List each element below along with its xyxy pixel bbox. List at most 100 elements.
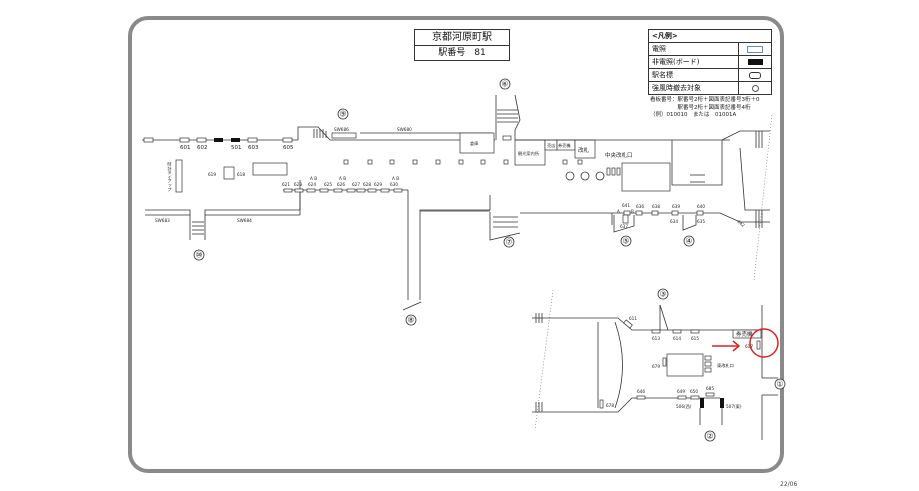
sign-605	[282, 137, 293, 143]
label-611: 611	[629, 316, 637, 321]
shop-label: 売店	[547, 142, 555, 149]
strong-wind-removal-icon	[751, 84, 759, 92]
arrow-head-icon	[732, 340, 741, 352]
exit-1-marker[interactable]	[774, 378, 786, 390]
label-615: 615	[691, 336, 699, 341]
sign-number-note: 看板番号：駅番号2桁＋図面表記番号3桁＋0 駅番号2桁＋図面表記番号4桁 （例）…	[650, 97, 760, 120]
tourist-info	[514, 139, 546, 166]
sw686-label: SW686	[334, 127, 349, 132]
label-685: 685	[706, 386, 714, 391]
label-642: 642	[736, 219, 746, 228]
label-a: A	[617, 209, 620, 214]
sign	[502, 135, 512, 141]
exit-9-marker[interactable]	[337, 108, 349, 120]
label-619: 619	[208, 172, 216, 177]
label-678: 678	[606, 403, 614, 408]
page-number: 22/06	[780, 481, 798, 488]
station-title-box: 京都河原町駅 駅番号 81	[414, 29, 510, 61]
stairs	[755, 131, 763, 228]
clock-tieup-label: 時計タイアップ	[167, 162, 173, 192]
warehouse-label: 倉庫	[470, 140, 478, 147]
exit-5-marker[interactable]	[620, 235, 632, 247]
note-line: （例）010010 または 01001A	[650, 112, 737, 118]
exit-3-marker[interactable]	[657, 288, 669, 300]
lit-sign-icon	[747, 45, 763, 53]
sw684-label: SW684	[237, 218, 252, 223]
label-637: 637	[620, 224, 628, 229]
label-605: 605	[283, 145, 294, 151]
station-name-sign-icon	[749, 71, 761, 79]
exit-7-marker[interactable]	[503, 236, 515, 248]
label-623: 623	[294, 182, 302, 187]
stairs	[493, 216, 518, 228]
label-ab: A B	[310, 176, 317, 181]
exit-10-label: ⑩	[195, 251, 202, 260]
note-line: 看板番号：駅番号2桁＋図面表記番号3桁＋0	[650, 97, 760, 103]
label-628: 628	[363, 182, 371, 187]
legend-row: 強風時撤去対象	[649, 82, 771, 94]
label-649: 649	[677, 389, 685, 394]
legend-label: 非電照(ボード)	[649, 56, 739, 68]
diagram-frame	[128, 16, 784, 473]
stairs	[535, 313, 543, 412]
label-636: 636	[636, 204, 644, 209]
sign-685	[705, 392, 715, 397]
label-ab: A B	[339, 176, 346, 181]
label-630: 630	[390, 182, 398, 187]
board-sign-506	[700, 398, 704, 408]
label-614: 614	[673, 336, 681, 341]
station-name-sign	[622, 214, 629, 224]
exit-10-marker[interactable]	[193, 249, 205, 261]
platform-curve	[614, 321, 623, 409]
sign-615	[690, 329, 700, 334]
clock-tieup-pillar	[175, 159, 183, 193]
exit-4-marker[interactable]	[683, 235, 695, 247]
label-507: 507(東)	[726, 403, 742, 410]
sign	[143, 137, 154, 143]
board-sign-507	[720, 398, 724, 408]
label-634: 634	[670, 219, 678, 224]
legend-label: 電照	[649, 43, 739, 55]
ticket-machine-east	[732, 329, 762, 339]
exit-6-label: ⑥	[501, 80, 508, 89]
warehouse	[459, 132, 495, 154]
west-concourse: 601 602 501 603 605 SW686 SW680 倉庫	[142, 126, 583, 165]
sw686-block	[331, 132, 357, 139]
label-617: 617	[745, 344, 753, 349]
stairs	[192, 221, 204, 235]
central-gate-label: 中央改札口	[605, 151, 633, 159]
label-635: 635	[697, 219, 705, 224]
label-621: 621	[282, 182, 290, 187]
label-627: 627	[352, 182, 360, 187]
legend-row: 非電照(ボード)	[649, 56, 771, 69]
label-ab: A B	[392, 176, 399, 181]
exit-8-label: ⑧	[407, 316, 414, 325]
board-sign-501	[231, 138, 240, 142]
station-number: 駅番号 81	[438, 48, 486, 58]
sign-617	[756, 340, 761, 350]
exit-9-label: ⑨	[339, 110, 346, 119]
stairs	[313, 129, 327, 138]
label-679: 679	[652, 364, 660, 369]
label-625: 625	[324, 182, 332, 187]
tourist-info-label: 観光案内所	[518, 150, 539, 157]
sign-row-621-630	[283, 188, 403, 193]
label-639: 639	[672, 204, 680, 209]
sign-603	[247, 137, 258, 143]
gate-lines	[565, 167, 621, 181]
sign-646	[636, 395, 646, 400]
sign-611	[623, 319, 633, 329]
legend: <凡例> 電照 非電照(ボード) 駅名標 強風時撤去対象	[648, 29, 772, 95]
sign-614	[672, 329, 682, 334]
legend-row: 電照	[649, 43, 771, 56]
label-613: 613	[652, 336, 660, 341]
label-646: 646	[637, 389, 645, 394]
exit-4-label: ④	[685, 237, 692, 246]
note-line: 駅番号2桁＋図面表記番号4桁	[650, 104, 751, 111]
label-506: 506(西)	[676, 404, 692, 410]
exit-8-marker[interactable]	[405, 314, 417, 326]
exit-6-marker[interactable]	[499, 78, 511, 90]
exit-2-marker[interactable]	[704, 430, 716, 442]
exit-3-label: ③	[659, 290, 666, 299]
